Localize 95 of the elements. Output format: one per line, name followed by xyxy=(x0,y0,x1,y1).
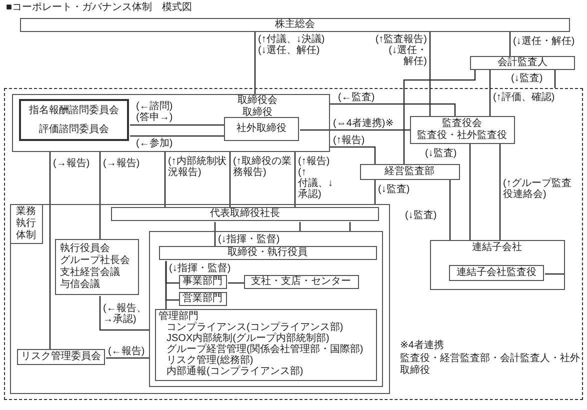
box-text: コンプライアンス(コンプライアンス部) xyxy=(166,322,344,332)
connector-line xyxy=(330,103,456,116)
org-box xyxy=(55,239,139,295)
box-text: 連結子会社 xyxy=(472,242,522,254)
connector-line xyxy=(214,222,216,247)
org-box xyxy=(224,117,299,141)
org-box xyxy=(360,164,460,180)
footnote: ※4者連携 xyxy=(400,340,445,352)
box-text: 執行役員会 xyxy=(60,243,110,254)
edge-label: (↓指揮・監督) xyxy=(218,234,280,245)
edge-label: (⇔4者連携)※ xyxy=(333,118,394,129)
connector-line xyxy=(106,357,150,359)
edge-label: (↓指揮・監督) xyxy=(169,263,231,274)
box-text: 監査役・社外監査役 xyxy=(417,130,507,142)
connector-line xyxy=(99,152,101,240)
connector-line xyxy=(99,296,150,331)
org-box xyxy=(178,292,226,306)
edge-label: (←監査) xyxy=(338,92,375,103)
org-box xyxy=(410,116,514,144)
org-box xyxy=(19,99,129,141)
connector-line xyxy=(294,152,296,208)
edge-label: (↓監査) xyxy=(378,184,410,195)
connector-line xyxy=(229,152,231,208)
connector-line xyxy=(49,152,51,350)
box-text: 指名報酬諮問委員会 xyxy=(29,104,119,116)
connector-line xyxy=(499,144,501,240)
connector-line xyxy=(130,124,225,126)
org-box xyxy=(111,207,379,221)
box-text: 代表取締役社長 xyxy=(210,208,280,220)
edge-label: (→報告) xyxy=(103,158,140,169)
edge-label: (↑評価、確認) xyxy=(493,92,555,103)
org-box xyxy=(470,56,575,70)
edge-label: (←報告) xyxy=(108,346,145,357)
connector-line xyxy=(554,70,556,88)
box-text: 連結子会社監査役 xyxy=(456,267,536,279)
connector-line xyxy=(429,32,431,116)
connector-line xyxy=(509,32,511,56)
connector-line xyxy=(489,70,491,116)
connector-line xyxy=(228,282,245,284)
connector-line xyxy=(164,152,166,208)
box-text: 会計監査人 xyxy=(498,57,548,69)
edge-label: (↑内部統制状況報告) xyxy=(168,156,228,178)
connector-line xyxy=(330,146,376,164)
box-text: 経営監査部 xyxy=(384,166,434,178)
connector-line xyxy=(545,273,565,275)
connector-line xyxy=(374,180,376,204)
org-box xyxy=(154,308,376,380)
box-text: 支社経営会議 xyxy=(60,267,120,278)
connector-line xyxy=(349,222,351,232)
org-box xyxy=(449,265,544,281)
edge-label: (↓監査) xyxy=(405,210,437,221)
connector-line xyxy=(165,261,167,310)
box-text: 監査役会 xyxy=(442,118,482,130)
group-frame xyxy=(10,204,390,394)
edge-label: (↓監査) xyxy=(425,148,457,159)
box-text: リスク管理(総務部) xyxy=(166,354,254,366)
connector-line xyxy=(299,222,301,232)
edge-label: (→報告) xyxy=(53,158,90,169)
edge-label: (↑報告) xyxy=(333,135,365,146)
connector-line xyxy=(469,144,471,240)
edge-label: (↑取締役の業務報告) xyxy=(233,156,293,178)
box-text: グループ社長会 xyxy=(60,255,130,266)
org-box xyxy=(17,349,105,365)
frame xyxy=(149,231,383,387)
box-text: 管理部門 xyxy=(158,310,198,322)
org-box xyxy=(244,274,358,288)
box-text: 取締役会 xyxy=(236,94,278,106)
box-text: グループ経営管理(関係会社管理部・国際部) xyxy=(166,344,364,354)
edge-label: (↓監査) xyxy=(511,73,543,84)
box-text: 評価諮問委員会 xyxy=(39,124,109,136)
diagram-title: ■コーポレート・ガバナンス体制 模式図 xyxy=(6,2,192,14)
org-box xyxy=(158,246,376,260)
connector-line xyxy=(254,32,256,94)
box-text: 事業部門 xyxy=(182,276,222,288)
box-text: 取締役 xyxy=(242,106,274,118)
connector-line xyxy=(403,70,476,164)
edge-label: (←参加) xyxy=(136,138,173,149)
box-text: リスク管理委員会 xyxy=(21,351,101,363)
box-text: 内部通報(コンプライアンス部) xyxy=(166,366,304,376)
box-text: 株主総会 xyxy=(275,19,315,31)
section-title: 業務執行体制 xyxy=(10,204,42,244)
org-box xyxy=(178,274,226,288)
connector-line xyxy=(130,135,225,137)
edge-label: (↓選任・解任) xyxy=(513,36,575,47)
footnote: 監査役・経営監査部・会計監査人・社外取締役 xyxy=(400,353,580,377)
box-text: JSOX内部統制(グループ内部統制部) xyxy=(166,332,330,344)
box-text: 支社・支店・センター xyxy=(251,276,351,288)
box-text: 営業部門 xyxy=(182,292,222,304)
connector-line xyxy=(300,129,410,131)
org-box xyxy=(20,18,570,32)
box-text: 与信会議 xyxy=(60,279,100,291)
box-text: 社外取締役 xyxy=(236,123,286,135)
connector-line xyxy=(449,180,451,240)
group-frame xyxy=(430,240,564,290)
box-text: 取締役・執行役員 xyxy=(228,246,308,258)
